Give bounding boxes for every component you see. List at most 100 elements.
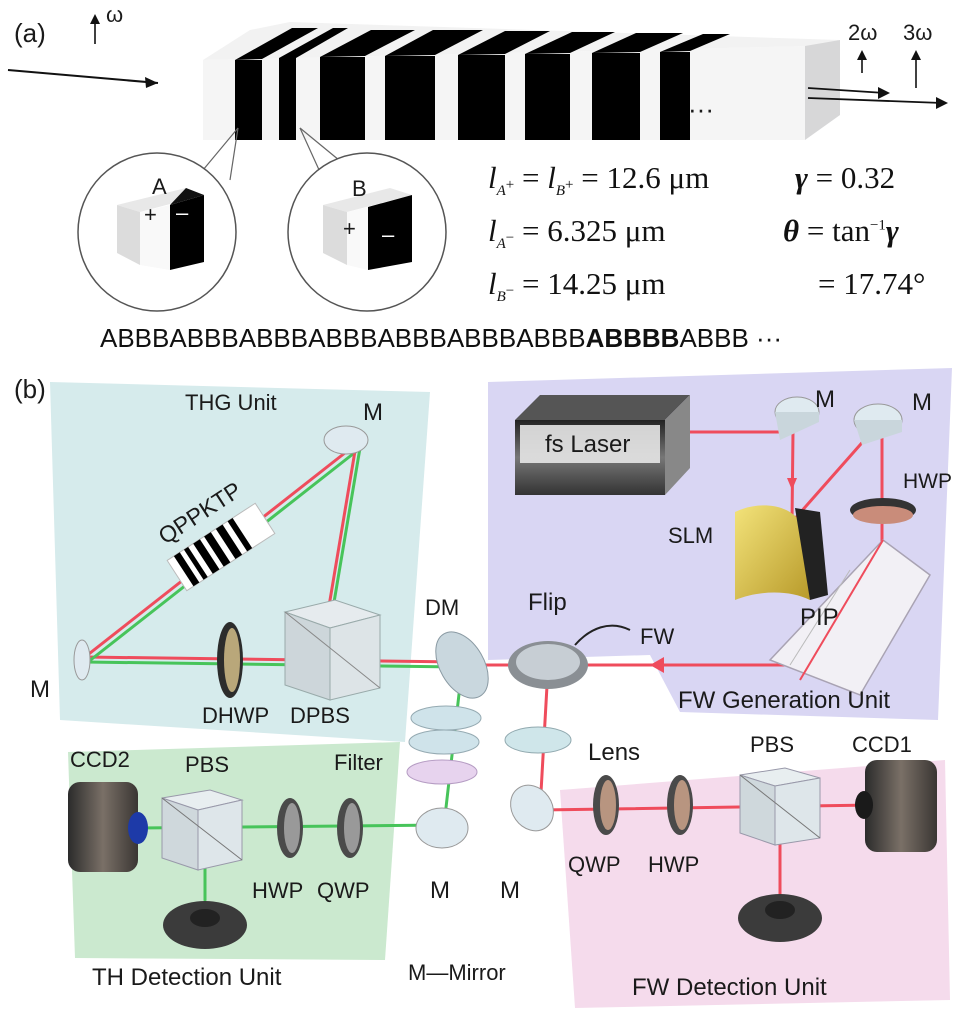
ccd2-label: CCD2 xyxy=(70,747,130,772)
mirror-legend: M—Mirror xyxy=(408,960,506,985)
theta-arg: γ xyxy=(885,213,899,248)
theta-sup: −1 xyxy=(869,217,886,234)
pip xyxy=(768,538,931,696)
sequence-bold: ABBBB xyxy=(585,323,680,353)
sequence-tail: ABBB ··· xyxy=(679,323,783,353)
pbs-th xyxy=(161,789,244,871)
mirror-thg-top xyxy=(323,425,369,455)
fw-detection-unit-title: FW Detection Unit xyxy=(632,974,827,1001)
mirror-thg-left-label: M xyxy=(30,676,50,703)
fw-detector xyxy=(738,894,822,942)
gamma-symbol: γ xyxy=(795,160,808,195)
flip-mirror xyxy=(508,624,631,689)
eq1-sub1: A xyxy=(496,183,506,200)
qwp-fw xyxy=(593,775,619,835)
hwp-fw-detection xyxy=(667,775,693,835)
qwp-fw-label: QWP xyxy=(568,852,621,877)
mirror-fw-2 xyxy=(853,403,903,445)
dm-label: DM xyxy=(425,595,459,620)
theta-value: = tan xyxy=(799,213,870,248)
eq1-eq: = xyxy=(514,160,548,195)
hwp-fw-generation xyxy=(850,498,916,524)
eq1-symbol2: l xyxy=(547,160,556,195)
dpbs xyxy=(283,599,382,701)
fw-generation-unit-title: FW Generation Unit xyxy=(678,687,890,714)
mirror-thg-left xyxy=(73,639,91,681)
domain-b-minus: – xyxy=(382,222,395,247)
domain-b-plus: + xyxy=(343,216,356,241)
equation-l-a-minus: lA− = 6.325 μm xyxy=(488,213,665,253)
panel-b-label: (b) xyxy=(14,374,46,404)
th-detector xyxy=(163,901,247,949)
domain-a-minus: – xyxy=(176,200,189,225)
mirror-fw-detection-label: M xyxy=(500,877,520,904)
eq1-sup2: + xyxy=(565,177,574,194)
fs-laser-label: fs Laser xyxy=(545,431,630,458)
sequence-normal: ABBBABBBABBBABBBABBBABBBABBB xyxy=(100,323,586,353)
fw-detection-unit-panel xyxy=(560,760,950,1008)
qwp-th-label: QWP xyxy=(317,878,370,903)
lens-label: Lens xyxy=(588,739,640,766)
mirror-fw-detection xyxy=(510,784,554,832)
dpbs-label: DPBS xyxy=(290,703,350,728)
eq2-sup: − xyxy=(505,230,515,247)
mirror-fw-1 xyxy=(774,396,820,440)
slm-label: SLM xyxy=(668,523,713,548)
hwp-th-label: HWP xyxy=(252,878,303,903)
theta-degree: = 17.74° xyxy=(818,266,926,301)
domain-a-letter: A xyxy=(152,174,167,199)
filter-label: Filter xyxy=(334,750,383,775)
mirror-th xyxy=(415,807,469,849)
qppktp-crystal-slab: ··· xyxy=(203,22,840,140)
slm xyxy=(735,505,828,600)
pbs-fw-label: PBS xyxy=(750,732,794,757)
equation-theta-value: = 17.74° xyxy=(818,266,925,302)
input-omega: ω xyxy=(106,2,123,27)
domain-b-letter: B xyxy=(352,176,367,201)
pbs-fw xyxy=(739,767,821,846)
eq1-symbol: l xyxy=(488,160,497,195)
lens xyxy=(504,726,572,754)
eq2-symbol: l xyxy=(488,213,497,248)
crystal-ellipsis: ··· xyxy=(688,94,714,124)
equation-l-plus: lA+ = lB+ = 12.6 μm xyxy=(488,160,709,200)
eq3-symbol: l xyxy=(488,266,497,301)
eq3-sup: − xyxy=(505,283,515,300)
ccd1-label: CCD1 xyxy=(852,732,912,757)
dichroic-mirror xyxy=(435,631,489,699)
domain-a-magnifier: A + – xyxy=(77,127,239,312)
filter xyxy=(406,705,482,785)
th-detection-unit-title: TH Detection Unit xyxy=(92,964,282,991)
eq1-sub2: B xyxy=(555,183,566,200)
gamma-value: = 0.32 xyxy=(807,160,896,195)
domain-sequence: ABBBABBBABBBABBBABBBABBBABBBABBBBABBB ··… xyxy=(100,323,950,354)
ccd2 xyxy=(68,782,148,872)
thg-unit-title: THG Unit xyxy=(185,390,277,415)
pbs-th-label: PBS xyxy=(185,752,229,777)
theta-symbol: θ xyxy=(783,213,800,248)
output-2omega: 2ω xyxy=(848,20,877,45)
eq1-value: = 12.6 μm xyxy=(573,160,710,195)
eq2-sub: A xyxy=(496,236,506,253)
input-beam: ω xyxy=(7,2,159,88)
equation-l-b-minus: lB− = 14.25 μm xyxy=(488,266,665,306)
eq1-sup1: + xyxy=(505,177,515,194)
eq3-value: = 14.25 μm xyxy=(514,266,666,301)
mirror-fw-1-label: M xyxy=(815,386,835,413)
mirror-thg-top-label: M xyxy=(363,399,383,426)
hwp-fw-detection-label: HWP xyxy=(648,852,699,877)
output-3omega: 3ω xyxy=(903,20,932,45)
dhwp xyxy=(217,622,243,698)
qwp-th xyxy=(337,798,363,858)
equation-gamma: γ = 0.32 xyxy=(795,160,895,196)
panel-a-label: (a) xyxy=(14,18,46,48)
eq2-value: = 6.325 μm xyxy=(514,213,666,248)
ccd1 xyxy=(855,760,937,852)
fw-label: FW xyxy=(640,624,674,649)
equation-theta: θ = tan−1γ xyxy=(783,213,899,249)
fs-laser: fs Laser xyxy=(515,395,690,495)
pip-label: PIP xyxy=(800,604,839,631)
flip-label: Flip xyxy=(528,589,567,616)
mirror-th-label: M xyxy=(430,877,450,904)
